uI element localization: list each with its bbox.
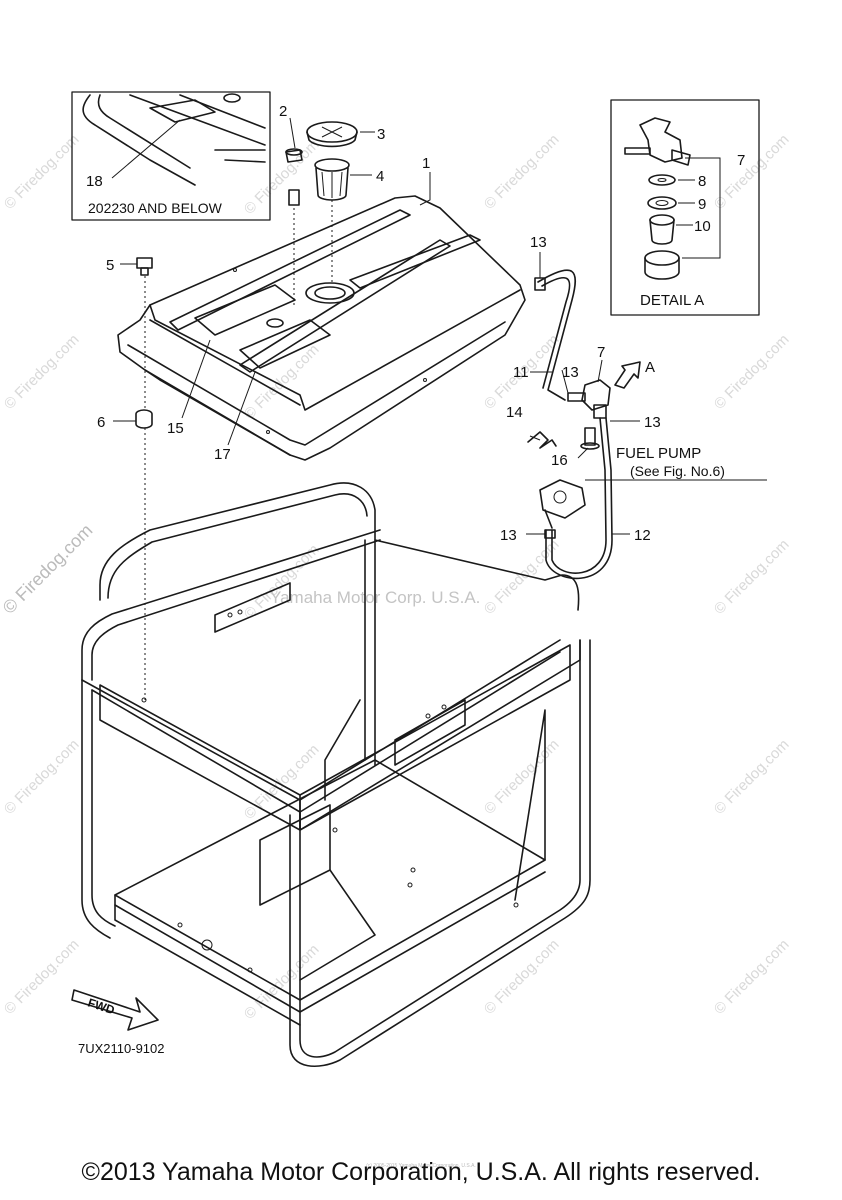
callout-17: 17: [214, 446, 231, 463]
watermark: © Firedog.com: [481, 536, 563, 618]
fuel-tank: [117, 195, 526, 461]
detail-callout-10: 10: [694, 218, 711, 235]
watermark: © Firedog.com: [711, 131, 793, 213]
callout-labels: 1 2 3 4 5 6 7 11 12 13 13 13 13 14 15 16…: [97, 103, 725, 544]
watermark: © Firedog.com: [0, 520, 96, 618]
detail-callout-9: 9: [698, 196, 706, 213]
watermark: © Firedog.com: [241, 136, 323, 218]
detail-callout-8: 8: [698, 173, 706, 190]
detail-label: DETAIL A: [640, 292, 704, 309]
watermark: © Firedog.com: [1, 936, 83, 1018]
callout-11: 11: [513, 364, 529, 381]
callout-14: 14: [506, 404, 523, 421]
callout-12: 12: [634, 527, 651, 544]
copyright-footer: ©2013 Yamaha Motor Corporation, U.S.A. A…: [81, 1158, 761, 1186]
top-parts: [285, 121, 358, 305]
fwd-arrow: FWD: [71, 989, 159, 1031]
watermark: © Firedog.com: [481, 736, 563, 818]
detail-callout-7: 7: [737, 152, 745, 169]
watermark: © Firedog.com: [1, 736, 83, 818]
inset-box: 18 202230 AND BELOW: [71, 91, 271, 221]
leader-lines: [113, 117, 767, 535]
callout-13: 13: [530, 234, 547, 251]
watermark: © Firedog.com: [241, 741, 323, 823]
fuel-pump-label: FUEL PUMP: [616, 445, 701, 462]
watermark: © Firedog.com: [481, 936, 563, 1018]
watermark: © Firedog.com: [711, 536, 793, 618]
callout-7: 7: [597, 344, 605, 361]
bolt-collar: [135, 257, 153, 700]
callout-13: 13: [562, 364, 579, 381]
arrow-label-a: A: [645, 359, 655, 376]
callout-18: 18: [86, 173, 103, 190]
frame: [81, 482, 591, 1067]
watermark: © Firedog.com: [241, 941, 323, 1023]
watermark: © Firedog.com: [1, 331, 83, 413]
callout-2: 2: [279, 103, 287, 120]
fuel-lines: [527, 269, 641, 580]
watermark: © Firedog.com: [711, 331, 793, 413]
callout-4: 4: [376, 168, 384, 185]
watermark: © Firedog.com: [711, 736, 793, 818]
watermark: © Firedog.com: [1, 131, 83, 213]
fuel-pump-ref: (See Fig. No.6): [630, 463, 725, 479]
callout-13: 13: [500, 527, 517, 544]
callout-16: 16: [551, 452, 568, 469]
small-print: (c) 2005-2015 Yamaha Motor Corporation, …: [366, 1163, 476, 1169]
fwd-label: FWD: [86, 996, 117, 1018]
watermark: © Firedog.com: [481, 131, 563, 213]
callout-1: 1: [422, 155, 430, 172]
callout-13: 13: [644, 414, 661, 431]
part-code: 7UX2110-9102: [78, 1041, 165, 1056]
watermark: © Firedog.com: [711, 936, 793, 1018]
callout-6: 6: [97, 414, 105, 431]
callout-3: 3: [377, 126, 385, 143]
watermark: © Firedog.com: [241, 341, 323, 423]
callout-5: 5: [106, 257, 114, 274]
callout-15: 15: [167, 420, 184, 437]
watermark-layer: © Firedog.com © Firedog.com © Firedog.co…: [0, 131, 793, 1023]
detail-a-box: 7 8 9 10 DETAIL A: [610, 99, 760, 316]
inset-label: 202230 AND BELOW: [88, 200, 223, 216]
